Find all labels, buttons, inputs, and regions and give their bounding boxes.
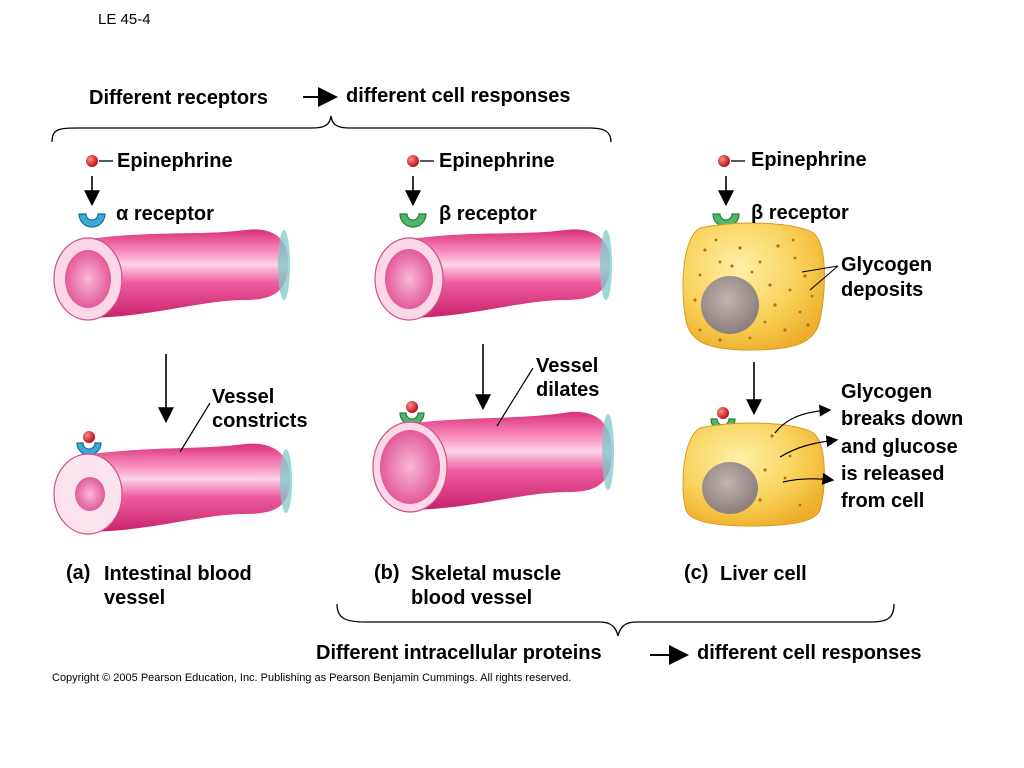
- panel-b-letter: (b): [374, 562, 400, 584]
- receptor-word: receptor: [768, 202, 849, 224]
- liver-cell-top: [682, 222, 825, 351]
- receptor-word: receptor: [456, 203, 537, 225]
- beta-receptor-icon: [399, 213, 427, 228]
- deposits-leader: [801, 265, 839, 273]
- panel-b-response-2: dilates: [536, 379, 600, 401]
- panel-b-receptor: β receptor: [439, 202, 537, 226]
- panel-a-ligand: Epinephrine: [117, 150, 233, 172]
- panel-b-caption-1: Skeletal muscle: [411, 563, 562, 585]
- glycogen-deposits: [693, 238, 814, 342]
- panel-b-caption-2: blood vessel: [411, 587, 533, 609]
- panel-a-response-1: Vessel: [212, 386, 275, 408]
- receptor-word: receptor: [133, 203, 214, 225]
- epinephrine-molecule: [407, 155, 419, 167]
- receptor-symbol: β: [439, 203, 452, 225]
- panel-a-receptor: α receptor: [116, 202, 214, 226]
- panel-c-receptor: β receptor: [751, 201, 849, 225]
- deposits-leader: [809, 265, 839, 291]
- receptor-symbol: α: [116, 203, 129, 225]
- panel-b-ligand: Epinephrine: [439, 150, 555, 172]
- nucleus: [701, 276, 759, 334]
- panel-c-response-4: is released: [841, 463, 945, 485]
- panel-c-caption-1: Liver cell: [720, 563, 807, 585]
- panel-a: [53, 155, 292, 535]
- panel-a-caption-1: Intestinal blood: [104, 563, 252, 585]
- panel-c-deposits-1: Glycogen: [841, 254, 933, 276]
- top-brace: [51, 115, 612, 143]
- panel-a-caption-2: vessel: [104, 587, 166, 609]
- glucose-release-arrow: [782, 472, 835, 485]
- panel-c-deposits-2: deposits: [841, 279, 924, 301]
- bottom-brace: [336, 603, 895, 637]
- top-heading-left: Different receptors: [89, 87, 268, 109]
- label-leader: [179, 402, 211, 453]
- panel-c-ligand: Epinephrine: [751, 149, 867, 171]
- receptor-symbol: β: [751, 202, 764, 224]
- panel-c: [682, 155, 839, 527]
- bottom-heading-left: Different intracellular proteins: [316, 642, 602, 664]
- panel-c-response-2: breaks down: [841, 408, 964, 430]
- slide-id: LE 45-4: [98, 11, 151, 28]
- vessel-bottom: [82, 443, 290, 532]
- vessel-bottom-dilated: [404, 411, 612, 510]
- epinephrine-molecule: [718, 155, 730, 167]
- vessel-top: [82, 229, 288, 318]
- panel-c-response-5: from cell: [841, 490, 925, 512]
- nucleus: [702, 462, 758, 514]
- panel-a-letter: (a): [66, 562, 91, 584]
- bottom-heading-right: different cell responses: [697, 642, 922, 664]
- panel-c-response-3: and glucose: [841, 436, 958, 458]
- panel-b-response-1: Vessel: [536, 355, 599, 377]
- epinephrine-molecule: [86, 155, 98, 167]
- copyright-notice: Copyright © 2005 Pearson Education, Inc.…: [52, 672, 572, 684]
- label-leader: [496, 367, 534, 427]
- glucose-release-arrow: [779, 435, 839, 458]
- panel-b: [372, 155, 614, 513]
- alpha-receptor-icon: [78, 213, 106, 228]
- panel-c-letter: (c): [684, 562, 709, 584]
- glucose-release-arrow: [774, 404, 832, 434]
- panel-a-response-2: constricts: [212, 410, 308, 432]
- top-heading-right: different cell responses: [346, 85, 571, 107]
- vessel-top: [403, 229, 610, 318]
- panel-c-response-1: Glycogen: [841, 381, 933, 403]
